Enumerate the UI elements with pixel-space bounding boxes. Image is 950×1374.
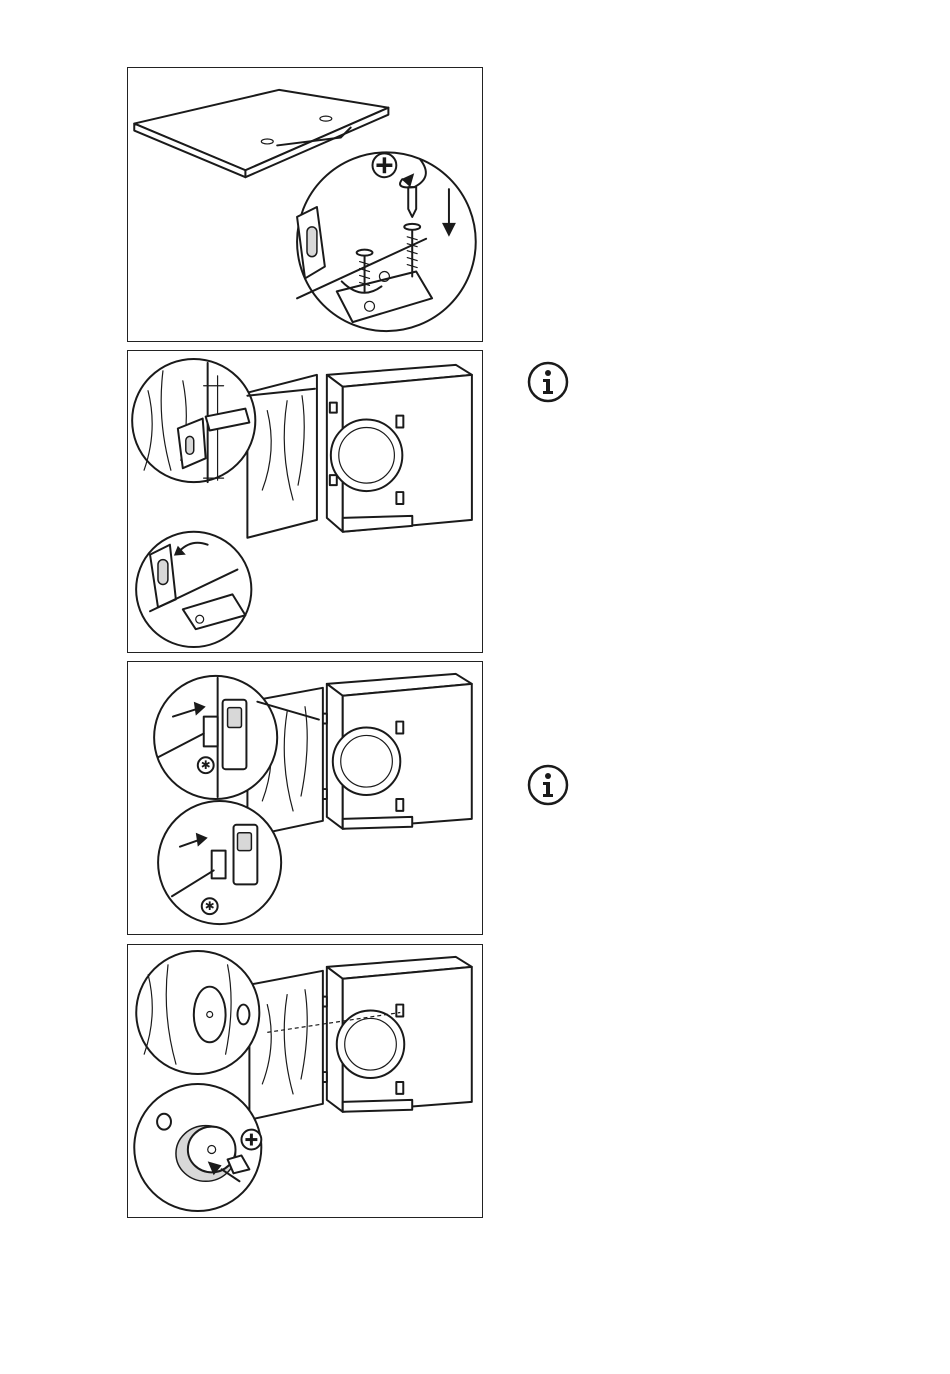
figure-door-buffer [127,944,483,1218]
torx-screwdriver-icon: ✱ [198,757,214,773]
cabinet-door [249,971,322,1120]
info-icon [527,361,569,403]
svg-text:✱: ✱ [201,758,211,772]
figure-hinge-screws: ✱ ✱ [127,661,483,935]
buffer-pad [194,987,226,1043]
phillips-screwdriver-icon [373,153,397,177]
door-buffer-illustration [128,945,482,1217]
hinge-screws-illustration: ✱ ✱ [128,662,482,934]
hinge-alignment-illustration [128,351,482,652]
svg-text:✱: ✱ [205,899,215,913]
top-plate-illustration [128,68,482,341]
info-icon [527,764,569,806]
cabinet-door [247,375,317,538]
phillips-screwdriver-icon [241,1130,261,1150]
screwdriver-tip [408,187,416,217]
torx-screwdriver-icon: ✱ [202,898,218,914]
machine-porthole [337,1011,405,1079]
figure-hinge-alignment [127,350,483,653]
machine-porthole [333,728,401,796]
machine-porthole [331,420,403,492]
figure-top-plate-screws [127,67,483,342]
